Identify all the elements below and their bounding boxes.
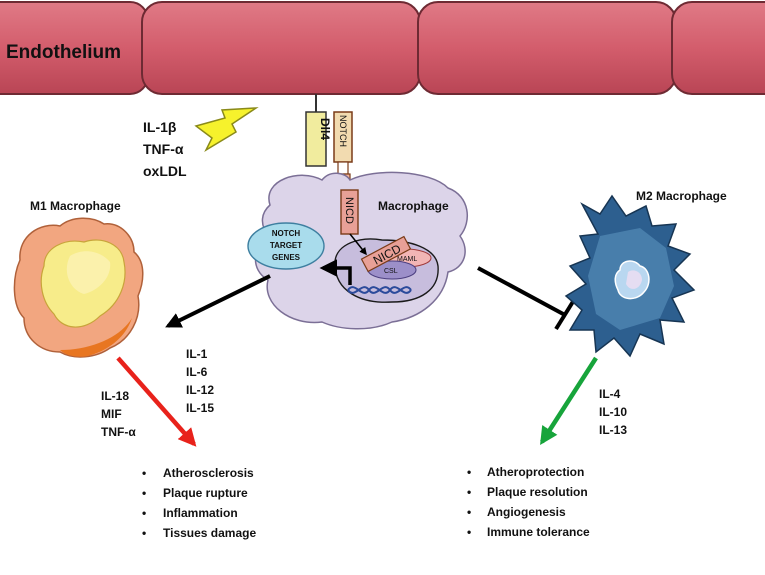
target-genes-line-3: GENES — [272, 253, 301, 262]
target-genes-line-2: TARGET — [270, 241, 302, 250]
stimuli-list: IL-1β TNF-α oxLDL — [143, 119, 187, 179]
m1-cytokine-a-4: IL-15 — [186, 401, 214, 415]
m2-outcome-2: Plaque resolution — [487, 485, 588, 499]
m2-outcome-1: Atheroprotection — [487, 465, 584, 479]
dll4-ligand: Dll4 — [305, 94, 332, 167]
m2-outcome-arrow — [540, 356, 598, 446]
target-genes-line-1: NOTCH — [272, 229, 301, 238]
svg-text:•: • — [142, 506, 146, 520]
m1-macrophage: M1 Macrophage — [13, 199, 144, 358]
dll4-label: Dll4 — [318, 118, 332, 140]
m2-cytokine-2: IL-10 — [599, 405, 627, 419]
endothelium-label: Endothelium — [6, 42, 121, 63]
m1-cytokines-b: IL-18 MIF TNF-α — [101, 389, 136, 439]
m1-outcome-4: Tissues damage — [163, 526, 256, 540]
nicd-fragment: NICD — [340, 189, 367, 256]
to-m1-arrow — [165, 274, 271, 328]
m1-cytokine-b-1: IL-18 — [101, 389, 129, 403]
endothelium-layer: Endothelium — [0, 1, 765, 95]
dna-helix — [347, 286, 412, 294]
m2-macrophage: M2 Macrophage — [564, 189, 727, 358]
m2-outcome-4: Immune tolerance — [487, 525, 590, 539]
m1-outcome-3: Inflammation — [163, 506, 238, 520]
m1-cytokine-a-3: IL-12 — [186, 383, 214, 397]
m1-cytokine-b-3: TNF-α — [101, 425, 136, 439]
m2-label: M2 Macrophage — [636, 189, 727, 203]
m1-outcome-arrow — [116, 356, 197, 447]
m1-outcome-2: Plaque rupture — [163, 486, 248, 500]
m1-outcomes-list: • Atherosclerosis • Plaque rupture • Inf… — [142, 466, 256, 540]
csl-label: CSL — [384, 268, 398, 275]
notch-label: NOTCH — [338, 115, 348, 147]
m2-outcomes-list: • Atheroprotection • Plaque resolution •… — [467, 465, 590, 539]
m1-outcome-1: Atherosclerosis — [163, 466, 254, 480]
svg-text:•: • — [467, 465, 471, 479]
to-m2-inhibition — [477, 266, 576, 331]
endothelial-cell-3 — [417, 1, 677, 95]
endothelial-cell-4 — [671, 1, 765, 95]
central-macrophage-label: Macrophage — [378, 199, 449, 213]
m2-cytokine-3: IL-13 — [599, 423, 627, 437]
m2-outcome-3: Angiogenesis — [487, 505, 566, 519]
svg-text:•: • — [467, 505, 471, 519]
m1-cytokine-b-2: MIF — [101, 407, 122, 421]
nicd-translocation-arrow — [349, 233, 367, 256]
m2-cytokines: IL-4 IL-10 IL-13 — [599, 387, 627, 437]
maml-label: MAML — [397, 256, 417, 263]
m1-cytokine-a-1: IL-1 — [186, 347, 208, 361]
nuclear-nicd-box — [360, 235, 412, 273]
svg-text:•: • — [142, 526, 146, 540]
notch-target-genes: NOTCH TARGET GENES — [247, 222, 325, 270]
m1-label: M1 Macrophage — [30, 199, 121, 213]
stimulus-il1b: IL-1β — [143, 119, 177, 135]
svg-text:•: • — [142, 486, 146, 500]
svg-text:•: • — [467, 485, 471, 499]
stimulus-tnfa: TNF-α — [143, 141, 184, 157]
m2-cytokine-1: IL-4 — [599, 387, 621, 401]
m1-cytokines-a: IL-1 IL-6 IL-12 IL-15 — [186, 347, 214, 415]
stimulus-oxldl: oxLDL — [143, 163, 187, 179]
m1-cytokine-a-2: IL-6 — [186, 365, 208, 379]
nicd-label: NICD — [343, 197, 355, 224]
stimulus-lightning-icon — [194, 107, 259, 152]
endothelial-cell-2 — [141, 1, 421, 95]
svg-text:•: • — [142, 466, 146, 480]
m1-cell-rim — [60, 318, 132, 357]
transcription-arrow — [319, 259, 352, 285]
svg-text:•: • — [467, 525, 471, 539]
